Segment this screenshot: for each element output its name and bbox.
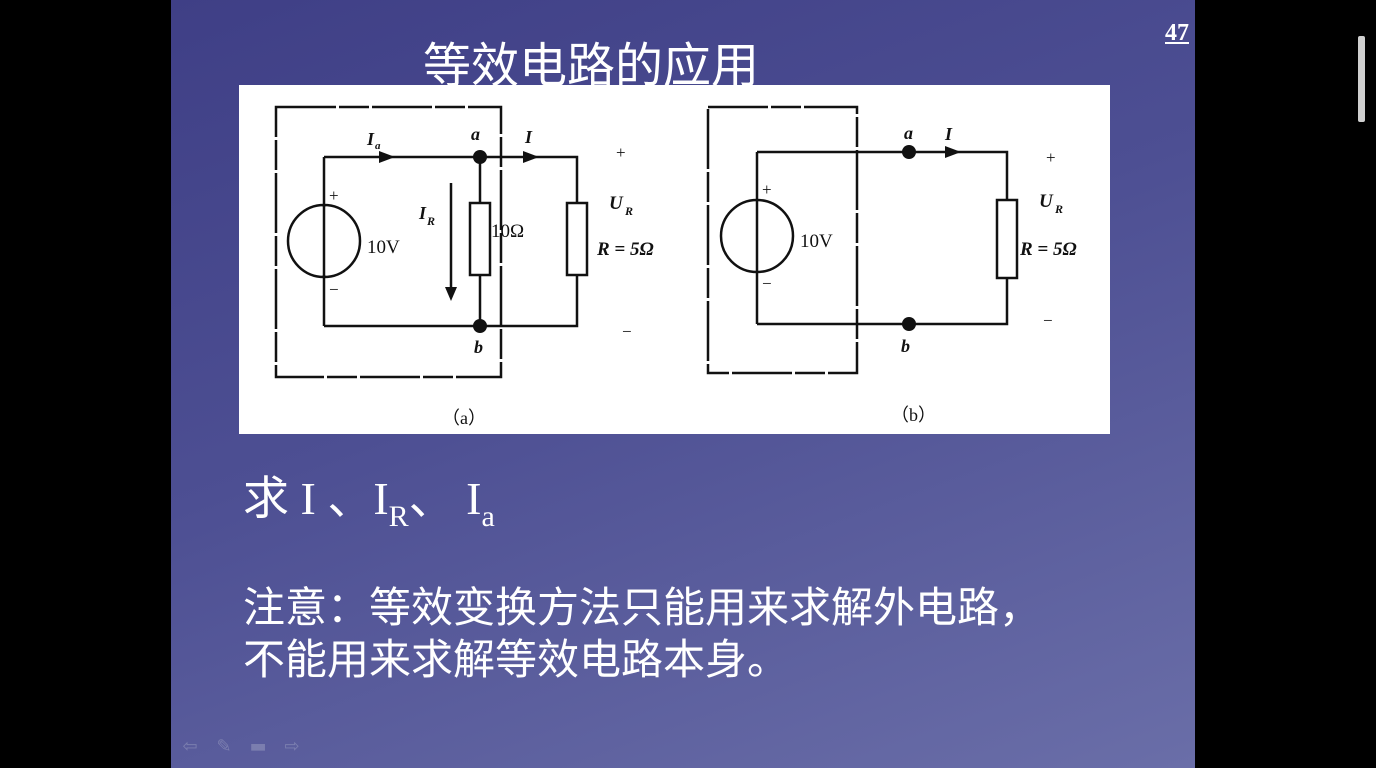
resistance-label-b: R = 5Ω <box>1019 239 1077 260</box>
question-text: 求 I 、IR、 Ia <box>243 462 495 534</box>
out-minus-label-a: − <box>622 322 632 341</box>
resistor-10-label-a: 10Ω <box>491 221 524 242</box>
wire-bottom-b <box>757 278 1009 326</box>
plus-label-a: + <box>329 186 339 205</box>
equiv-box-a <box>274 105 503 379</box>
question-sub-a: a <box>481 500 495 533</box>
resistor-r-a <box>565 201 589 277</box>
node-b-label-b: b <box>901 336 910 356</box>
slide-nav: ⇦ ✎ ▬ ⇨ <box>179 736 303 758</box>
pen-icon[interactable]: ✎ <box>216 736 232 757</box>
node-b-label-a: b <box>474 337 483 357</box>
note-line-2: 不能用来求解等效电路本身。 <box>243 635 790 684</box>
next-slide-icon[interactable]: ⇨ <box>284 736 300 757</box>
source-label-b: 10V <box>800 231 833 252</box>
equiv-box-b <box>706 105 859 375</box>
current-i-label-a: I <box>524 127 533 147</box>
scrollbar[interactable] <box>1358 36 1365 122</box>
caption-b: （b） <box>891 405 936 425</box>
slide: 等效电路的应用 47 <box>171 0 1195 768</box>
ur-sub-a: R <box>624 204 633 218</box>
prev-slide-icon[interactable]: ⇦ <box>182 736 198 757</box>
slide-title: 等效电路的应用 <box>423 38 760 94</box>
source-label-a: 10V <box>367 237 400 258</box>
out-plus-label-a: + <box>616 143 626 162</box>
current-ia-label-a: I <box>366 129 375 149</box>
question-prefix: 求 I 、I <box>243 473 389 524</box>
circuit-diagrams: + − 10V I a a I I R 10Ω + U R R = 5Ω − b… <box>274 105 1077 428</box>
current-ir-label-a: I <box>418 203 427 223</box>
question-sub-r: R <box>388 500 409 533</box>
ur-label-b: U <box>1039 191 1054 212</box>
question-sep: 、 I <box>408 473 482 524</box>
minus-label-a: − <box>329 280 339 299</box>
circuit-figure: + − 10V I a a I I R 10Ω + U R R = 5Ω − b… <box>239 85 1110 434</box>
menu-icon[interactable]: ▬ <box>249 736 267 757</box>
node-a-label-b: a <box>904 123 913 143</box>
out-minus-label-b: − <box>1043 311 1053 330</box>
page-number: 47 <box>1165 20 1189 46</box>
caption-a: （a） <box>442 408 486 428</box>
wire-top-a <box>324 155 579 203</box>
node-a-label-a: a <box>471 124 480 144</box>
ur-label-a: U <box>609 193 624 214</box>
resistor-r-b <box>995 198 1019 280</box>
current-i-label-b: I <box>944 124 953 144</box>
note-line-1: 注意：等效变换方法只能用来求解外电路， <box>243 583 1042 632</box>
minus-label-b: − <box>762 274 772 293</box>
wire-bottom-a <box>324 275 579 328</box>
wire-top-b <box>757 150 1009 200</box>
current-ir-sub-a: R <box>426 214 435 228</box>
out-plus-label-b: + <box>1046 148 1056 167</box>
current-ia-sub-a: a <box>375 140 381 152</box>
resistance-label-a: R = 5Ω <box>596 239 654 260</box>
ur-sub-b: R <box>1054 202 1063 216</box>
resistor-10-a <box>468 201 492 277</box>
plus-label-b: + <box>762 180 772 199</box>
